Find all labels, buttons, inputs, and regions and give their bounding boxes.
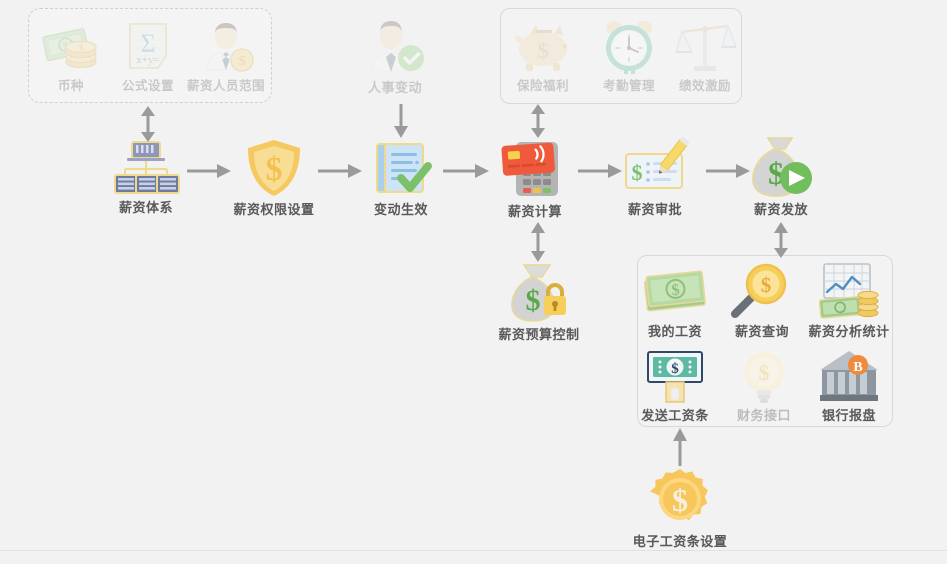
pos-terminal-icon: [498, 130, 572, 200]
document-check-icon: [371, 138, 432, 198]
svg-text:$: $: [239, 54, 246, 69]
node-insurance-benefits[interactable]: $ 保险福利: [512, 16, 574, 94]
connector-authority-to-effective: [318, 163, 362, 179]
node-label: 薪资审批: [627, 202, 682, 217]
node-label: 保险福利: [516, 79, 569, 93]
svg-text:$: $: [671, 282, 681, 300]
connector-basis-to-system: [138, 106, 158, 142]
node-label: 绩效激励: [678, 79, 731, 93]
svg-text:$: $: [79, 43, 84, 53]
piggy-bank-icon: $: [512, 16, 574, 74]
money-bag-lock-icon: $: [508, 263, 570, 323]
svg-text:$: $: [526, 284, 541, 317]
node-epayslip-setup[interactable]: $ 电子工资条设置: [632, 468, 728, 550]
svg-text:B: B: [853, 360, 862, 375]
alarm-clock-icon: [598, 16, 660, 74]
group-payroll-basis: [28, 8, 272, 103]
node-payroll-authority[interactable]: $ 薪资权限设置: [232, 138, 316, 218]
money-bag-send-icon: $: [748, 136, 814, 198]
node-label: 人事变动: [367, 80, 422, 95]
svg-text:$: $: [671, 361, 679, 377]
service-salary-analytics[interactable]: 薪资分析统计: [805, 262, 893, 340]
org-structure-icon: [113, 140, 180, 196]
service-finance-interface[interactable]: $ 财务接口: [733, 348, 795, 424]
node-label: 薪资预算控制: [498, 327, 580, 342]
sigma-formula-icon: Σ x+y=: [118, 18, 178, 74]
group-payroll-inputs: [500, 8, 742, 104]
page-bottom-divider: [0, 550, 947, 551]
approval-pen-icon: $: [620, 136, 690, 198]
lightbulb-coin-icon: $: [735, 348, 793, 404]
node-formula-settings[interactable]: Σ x+y= 公式设置: [108, 18, 188, 94]
service-label: 发送工资条: [641, 408, 709, 423]
node-payroll-system[interactable]: 薪资体系: [108, 140, 184, 216]
node-label: 公式设置: [121, 79, 174, 93]
svg-text:$: $: [759, 360, 770, 385]
svg-text:$: $: [672, 482, 688, 518]
svg-text:x+y=: x+y=: [136, 54, 159, 66]
svg-text:$: $: [538, 38, 549, 63]
node-budget-control[interactable]: $ 薪资预算控制: [497, 263, 581, 343]
node-label: 电子工资条设置: [632, 534, 728, 549]
shield-dollar-icon: $: [243, 138, 305, 198]
service-my-salary[interactable]: $ 我的工资: [643, 264, 707, 340]
service-label: 我的工资: [647, 324, 702, 339]
cash-coins-icon: $ $: [41, 18, 101, 74]
service-label: 薪资分析统计: [808, 324, 890, 339]
chart-money-icon: [816, 262, 882, 320]
connector-payout-to-services: [771, 222, 791, 258]
connector-epayslip-to-services: [670, 428, 690, 466]
magnifier-coin-icon: $: [731, 262, 793, 320]
node-attendance-management[interactable]: 考勤管理: [598, 16, 660, 94]
bank-icon: B: [818, 348, 880, 404]
employee-check-icon: [363, 14, 427, 76]
node-label: 币种: [57, 79, 84, 93]
connector-system-to-authority: [187, 163, 231, 179]
node-change-effective[interactable]: 变动生效: [368, 138, 434, 218]
node-performance-incentive[interactable]: 绩效激励: [674, 16, 738, 94]
balance-scale-icon: [674, 16, 738, 74]
connector-calc-to-approval: [578, 163, 622, 179]
employee-salary-icon: $: [196, 18, 256, 74]
svg-text:$: $: [761, 273, 772, 297]
node-payroll-approval[interactable]: $ 薪资审批: [620, 136, 690, 218]
node-label: 薪资发放: [753, 202, 808, 217]
svg-text:$: $: [768, 155, 784, 191]
svg-text:Σ: Σ: [140, 29, 155, 58]
svg-text:$: $: [266, 151, 283, 188]
banknotes-icon: $: [643, 264, 707, 320]
service-label: 薪资查询: [734, 324, 789, 339]
connector-calc-to-budget: [528, 222, 548, 262]
service-salary-query[interactable]: $ 薪资查询: [731, 262, 793, 340]
connector-effective-to-calc: [443, 163, 489, 179]
node-payroll-payout[interactable]: $ 薪资发放: [746, 136, 816, 218]
payslip-send-icon: $: [642, 348, 708, 404]
service-label: 财务接口: [736, 408, 791, 423]
node-payroll-calculation[interactable]: 薪资计算: [500, 130, 570, 220]
svg-text:$: $: [62, 40, 70, 53]
service-bank-offer[interactable]: B 银行报盘: [817, 348, 881, 424]
node-label: 考勤管理: [602, 79, 655, 93]
node-label: 薪资人员范围: [186, 79, 265, 93]
node-label: 薪资计算: [507, 204, 562, 219]
service-send-payslip[interactable]: $ 发送工资条: [639, 348, 711, 424]
connector-inputs-to-calc: [528, 104, 548, 138]
node-currency[interactable]: $ $ 币种: [40, 18, 102, 94]
svg-text:$: $: [632, 160, 643, 185]
node-label: 薪资权限设置: [233, 202, 315, 217]
node-hr-change[interactable]: 人事变动: [363, 14, 427, 96]
connector-approval-to-payout: [706, 163, 750, 179]
node-label: 变动生效: [373, 202, 428, 217]
service-label: 银行报盘: [821, 408, 876, 423]
connector-hrchange-to-effective: [391, 104, 411, 138]
gear-coin-icon: $: [649, 468, 711, 530]
node-label: 薪资体系: [118, 200, 173, 215]
node-payroll-employee-scope[interactable]: $ 薪资人员范围: [184, 18, 268, 94]
